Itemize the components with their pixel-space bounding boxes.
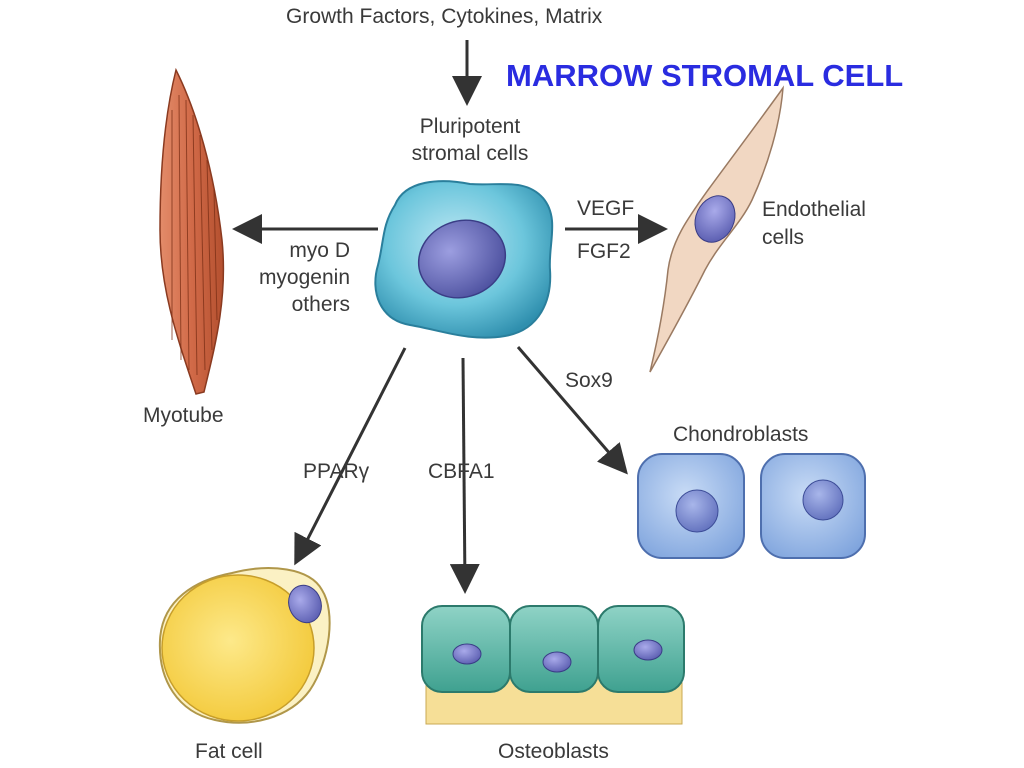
myotube-factor-3: others xyxy=(291,293,350,316)
endothelial-label-1: Endothelial xyxy=(762,198,866,221)
osteoblast-factor: CBFA1 xyxy=(428,460,495,483)
chondroblast-label: Chondroblasts xyxy=(673,423,809,446)
chondroblast-arrow xyxy=(516,346,628,475)
endothelial-factor-2: FGF2 xyxy=(577,240,631,263)
myotube-factor-2: myogenin xyxy=(258,266,350,289)
myotube-label: Myotube xyxy=(143,404,224,427)
fat-cell-arrow xyxy=(294,347,407,566)
myotube-factor-1: myo D xyxy=(289,239,350,262)
center-cell-label-line2: stromal cells xyxy=(411,142,529,165)
chondroblast-cells xyxy=(637,453,866,559)
fat-cell xyxy=(158,567,331,724)
fat-label: Fat cell xyxy=(195,740,263,763)
chondroblast-factor: Sox9 xyxy=(565,369,613,392)
center-cell-label-line1: Pluripotent xyxy=(419,115,521,138)
fat-factor: PPARγ xyxy=(303,460,370,483)
endothelial-factor-1: VEGF xyxy=(577,197,635,220)
osteoblast-label: Osteoblasts xyxy=(498,740,609,763)
pluripotent-stromal-cell xyxy=(374,180,554,339)
osteoblast-cells xyxy=(421,605,685,725)
input-label: Growth Factors, Cytokines, Matrix xyxy=(286,5,603,28)
myotube-cell xyxy=(159,67,225,395)
diagram-title: MARROW STROMAL CELL xyxy=(506,58,904,93)
endothelial-cell xyxy=(649,85,784,373)
osteoblast-arrow xyxy=(449,357,480,594)
endothelial-label-2: cells xyxy=(762,226,805,249)
